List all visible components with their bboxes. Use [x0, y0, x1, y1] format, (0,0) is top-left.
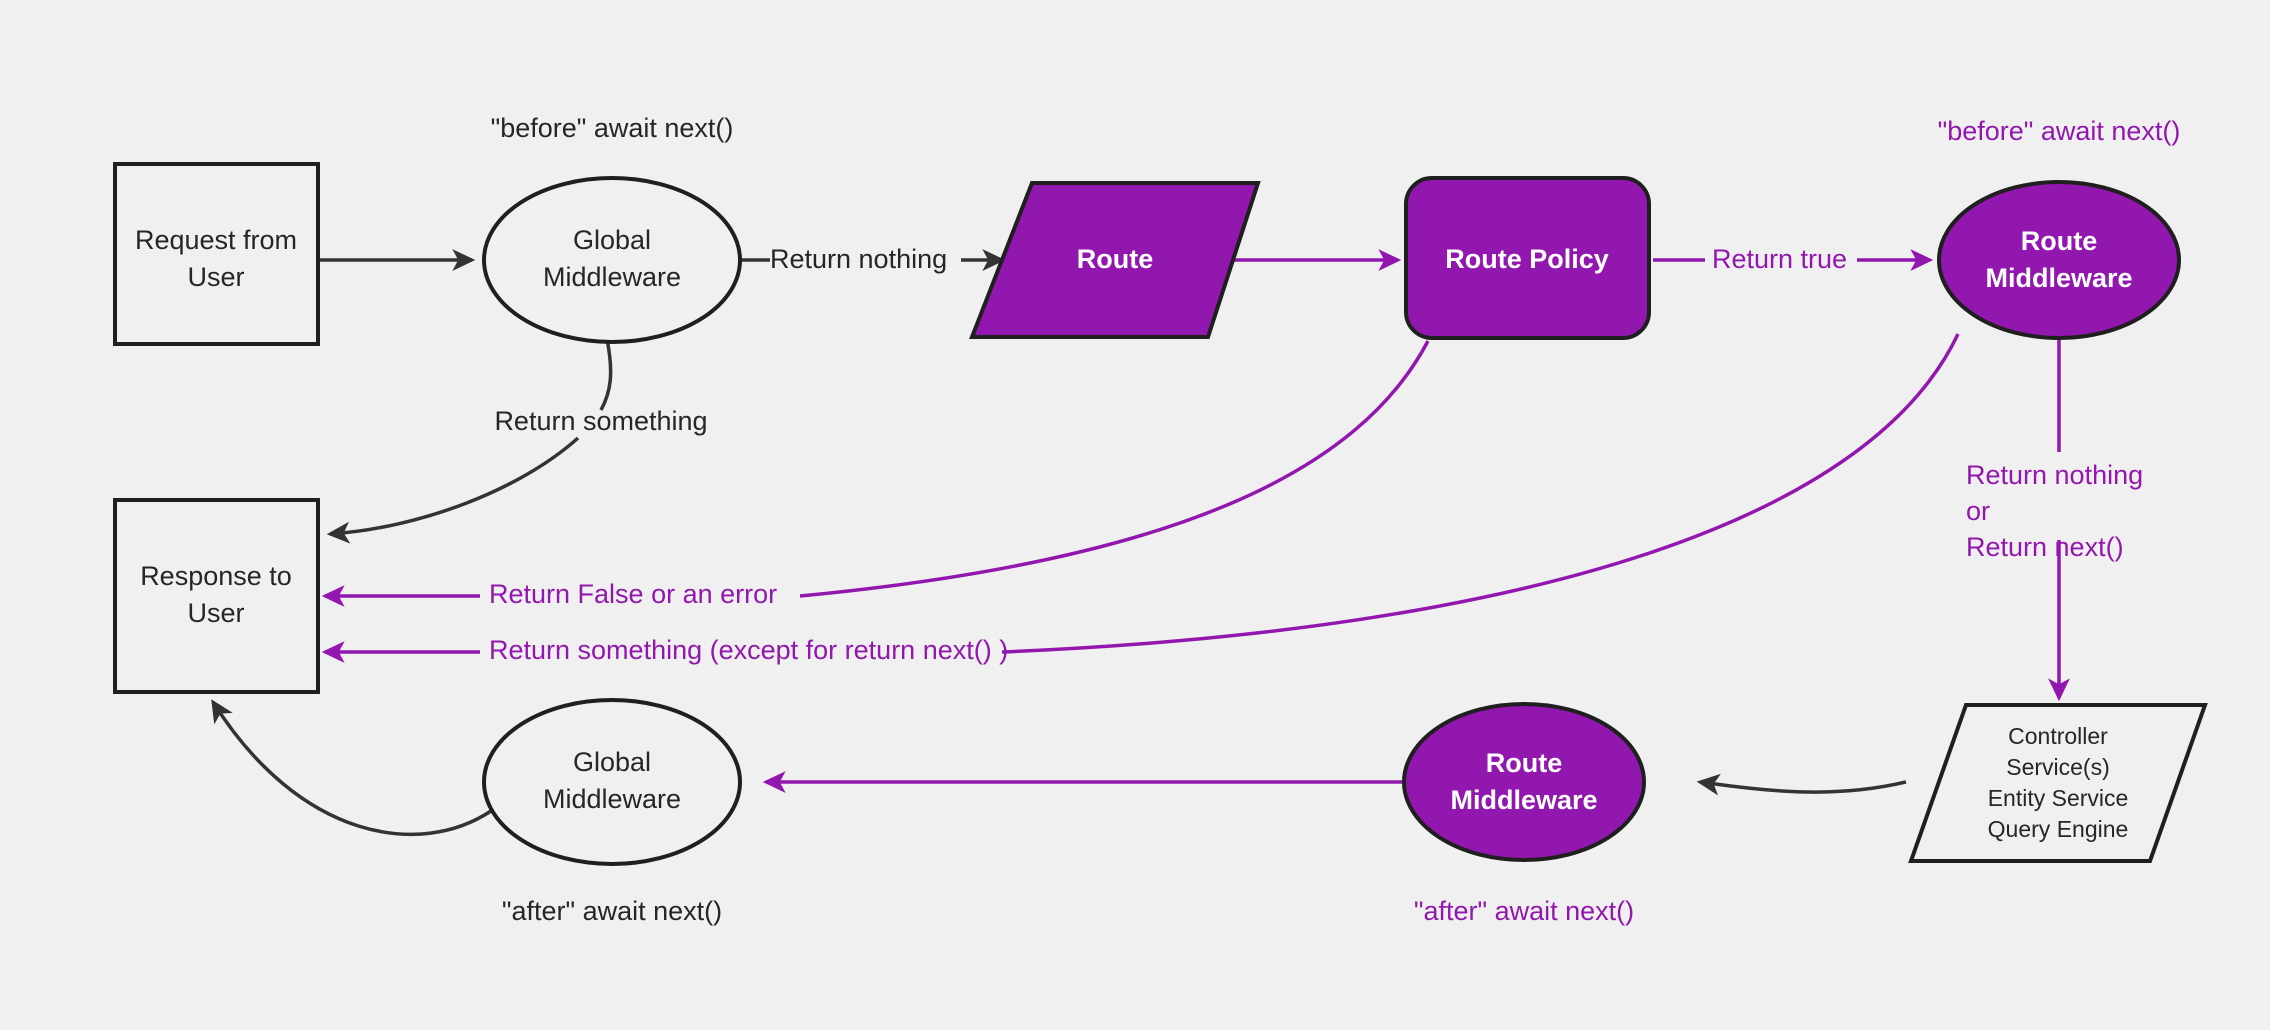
route-middleware-after-label-line2: Middleware — [1450, 785, 1597, 815]
controller-label-line3: Entity Service — [1988, 785, 2129, 811]
edge-label-return-nothing-or-next-line2: or — [1966, 496, 1990, 526]
global-middleware-before-label-line2: Middleware — [543, 262, 681, 292]
edge-label-return-something-except: Return something (except for return next… — [489, 635, 1008, 665]
annotation-route-middleware-after: "after" await next() — [1414, 896, 1634, 926]
route-middleware-after-label-line1: Route — [1486, 748, 1563, 778]
route-policy-label: Route Policy — [1445, 244, 1609, 274]
node-route[interactable]: Route — [969, 181, 1261, 339]
route-label: Route — [1077, 244, 1154, 274]
edge-label-return-nothing: Return nothing — [770, 244, 947, 274]
controller-label-line4: Query Engine — [1988, 816, 2129, 842]
global-middleware-after-label-line2: Middleware — [543, 784, 681, 814]
route-middleware-before-label-line1: Route — [2021, 226, 2098, 256]
response-to-user-label-line2: User — [187, 598, 244, 628]
controller-label-line1: Controller — [2008, 723, 2108, 749]
controller-label-line2: Service(s) — [2006, 754, 2110, 780]
node-global-middleware-after[interactable]: Global Middleware — [482, 698, 742, 866]
edge-global-middleware-return-something-lower — [326, 436, 580, 544]
edge-label-return-something: Return something — [494, 406, 707, 436]
node-route-middleware-after[interactable]: Route Middleware — [1402, 702, 1646, 862]
edge-label-return-false-or-error: Return False or an error — [489, 579, 777, 609]
route-middleware-before-label-line2: Middleware — [1985, 263, 2132, 293]
edge-global-middleware-return-something-upper — [599, 338, 613, 411]
edge-controller-to-route-middleware-after — [1696, 773, 1907, 796]
node-global-middleware-before[interactable]: Global Middleware — [482, 176, 742, 344]
request-from-user-label-line2: User — [187, 262, 244, 292]
node-response-to-user[interactable]: Response to User — [113, 498, 320, 694]
edge-global-middleware-after-to-response — [211, 699, 492, 837]
edge-route-policy-return-false-curve — [799, 340, 1430, 598]
node-route-middleware-before[interactable]: Route Middleware — [1937, 180, 2181, 340]
annotation-route-middleware-before: "before" await next() — [1938, 116, 2181, 146]
edge-label-return-true: Return true — [1712, 244, 1847, 274]
request-from-user-label-line1: Request from — [135, 225, 297, 255]
global-middleware-after-label-line1: Global — [573, 747, 651, 777]
annotation-global-middleware-before: "before" await next() — [491, 113, 734, 143]
edge-label-return-nothing-or-next-line3: Return next() — [1966, 532, 2124, 562]
edge-route-middleware-return-something-curve — [1001, 333, 1960, 654]
annotation-global-middleware-after: "after" await next() — [502, 896, 722, 926]
global-middleware-before-label-line1: Global — [573, 225, 651, 255]
node-request-from-user[interactable]: Request from User — [113, 162, 320, 346]
response-to-user-label-line1: Response to — [140, 561, 292, 591]
node-controller-services[interactable]: Controller Service(s) Entity Service Que… — [1908, 703, 2208, 863]
edge-label-return-nothing-or-next-line1: Return nothing — [1966, 460, 2143, 490]
node-route-policy[interactable]: Route Policy — [1404, 176, 1651, 340]
